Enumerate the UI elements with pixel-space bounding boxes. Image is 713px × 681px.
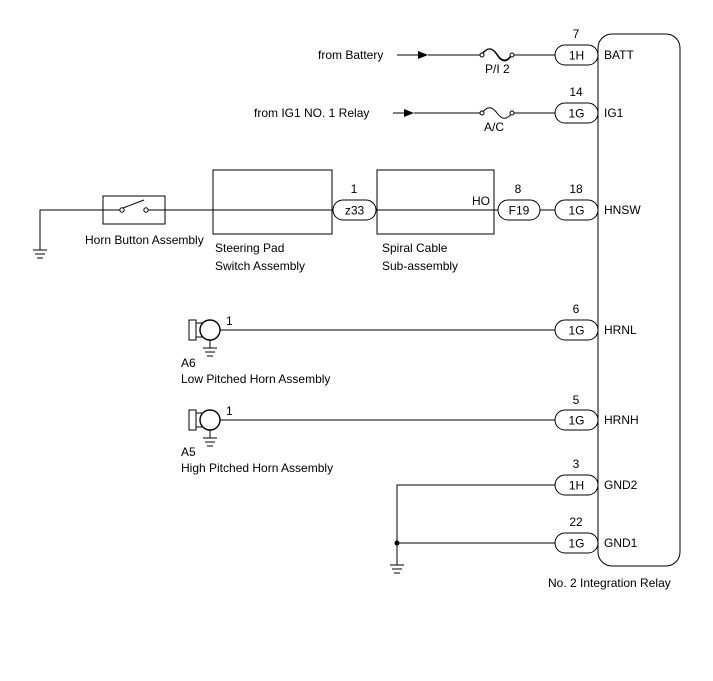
- low-horn-name: Low Pitched Horn Assembly: [181, 372, 330, 386]
- pin-hrnh-connector: [554, 409, 599, 431]
- low-horn-pin: 1: [226, 314, 233, 328]
- spiral-cable-label-2: Sub-assembly: [382, 259, 458, 273]
- pin-ig1-connector: [554, 102, 599, 124]
- pin-gnd2-name: GND2: [604, 478, 638, 492]
- pin-batt-connector-label: 1H: [569, 49, 584, 63]
- spiral-cable-box: [376, 169, 495, 235]
- source-battery-label: from Battery: [318, 48, 383, 62]
- horn-button-ground-wire: [39, 209, 103, 243]
- steering-pad-label-1: Steering Pad: [215, 241, 284, 255]
- pin-hnsw-number: 18: [569, 182, 583, 196]
- spiral-cable-out-label: HO: [472, 194, 490, 208]
- pin-gnd2-connector: [554, 474, 599, 496]
- pin-gnd2-connector-label: 1H: [569, 479, 584, 493]
- pin-batt-connector: [554, 44, 599, 66]
- pin-hrnl-name: HRNL: [604, 323, 637, 337]
- high-horn-pin: 1: [226, 404, 233, 418]
- fuse-pi2-label: P/I 2: [485, 62, 510, 76]
- fuse-pi2-terminal-left: [479, 52, 485, 58]
- ground-icon-high-horn: [203, 430, 217, 447]
- pin-gnd1-connector: [554, 532, 599, 554]
- connector-f19-pin: 8: [515, 182, 522, 196]
- fuse-ac-icon: [481, 107, 513, 119]
- pin-gnd1-connector-label: 1G: [568, 537, 584, 551]
- pin-hrnh-connector-label: 1G: [568, 414, 584, 428]
- pin-hrnh-name: HRNH: [604, 413, 639, 427]
- pin-ig1-name: IG1: [604, 106, 624, 120]
- ig1-arrow-icon: [404, 109, 414, 117]
- fuse-ac-label: A/C: [484, 120, 504, 134]
- connector-f19-label: F19: [509, 204, 530, 218]
- integration-relay-label: No. 2 Integration Relay: [548, 576, 671, 590]
- pin-gnd1-name: GND1: [604, 536, 638, 550]
- spiral-cable-label-1: Spiral Cable: [382, 241, 448, 255]
- pin-gnd2-number: 3: [573, 457, 580, 471]
- pin-gnd1-number: 22: [569, 515, 583, 529]
- pin-hrnl-number: 6: [573, 302, 580, 316]
- pin-ig1-connector-label: 1G: [568, 107, 584, 121]
- horn-button-label: Horn Button Assembly: [85, 233, 204, 247]
- pin-hnsw-connector-label: 1G: [568, 204, 584, 218]
- high-horn-name: High Pitched Horn Assembly: [181, 461, 333, 475]
- battery-arrow-icon: [418, 51, 428, 59]
- fuse-pi2-icon-inner: [481, 48, 513, 61]
- fuse-pi2-terminal-right: [509, 52, 515, 58]
- pin-ig1-number: 14: [569, 85, 583, 99]
- horn-speaker-icon-low: [188, 319, 221, 341]
- integration-relay-body: [597, 33, 681, 567]
- switch-icon: [103, 199, 165, 213]
- low-horn-code: A6: [181, 356, 196, 370]
- pin-batt-name: BATT: [604, 48, 634, 62]
- pin-hnsw-connector: [554, 199, 599, 221]
- source-ig1-label: from IG1 NO. 1 Relay: [254, 106, 369, 120]
- steering-pad-box: [212, 169, 333, 235]
- fuse-ac-terminal-right: [509, 110, 515, 116]
- ground-icon-low-horn: [203, 340, 217, 357]
- ground-junction-dot: [394, 540, 400, 546]
- pin-hnsw-name: HNSW: [604, 203, 641, 217]
- connector-z33-pin: 1: [351, 182, 358, 196]
- gnd2-wire: [396, 484, 555, 565]
- horn-speaker-icon-high: [188, 409, 221, 431]
- pin-batt-number: 7: [573, 27, 580, 41]
- pin-hrnh-number: 5: [573, 393, 580, 407]
- high-horn-code: A5: [181, 445, 196, 459]
- pin-hrnl-connector: [554, 319, 599, 341]
- steering-pad-label-2: Switch Assembly: [215, 259, 305, 273]
- connector-z33-label: z33: [345, 204, 365, 218]
- pin-hrnl-connector-label: 1G: [568, 324, 584, 338]
- ground-icon-horn-button: [33, 243, 47, 259]
- fuse-ac-terminal-left: [479, 110, 485, 116]
- ground-icon-relay: [390, 564, 404, 574]
